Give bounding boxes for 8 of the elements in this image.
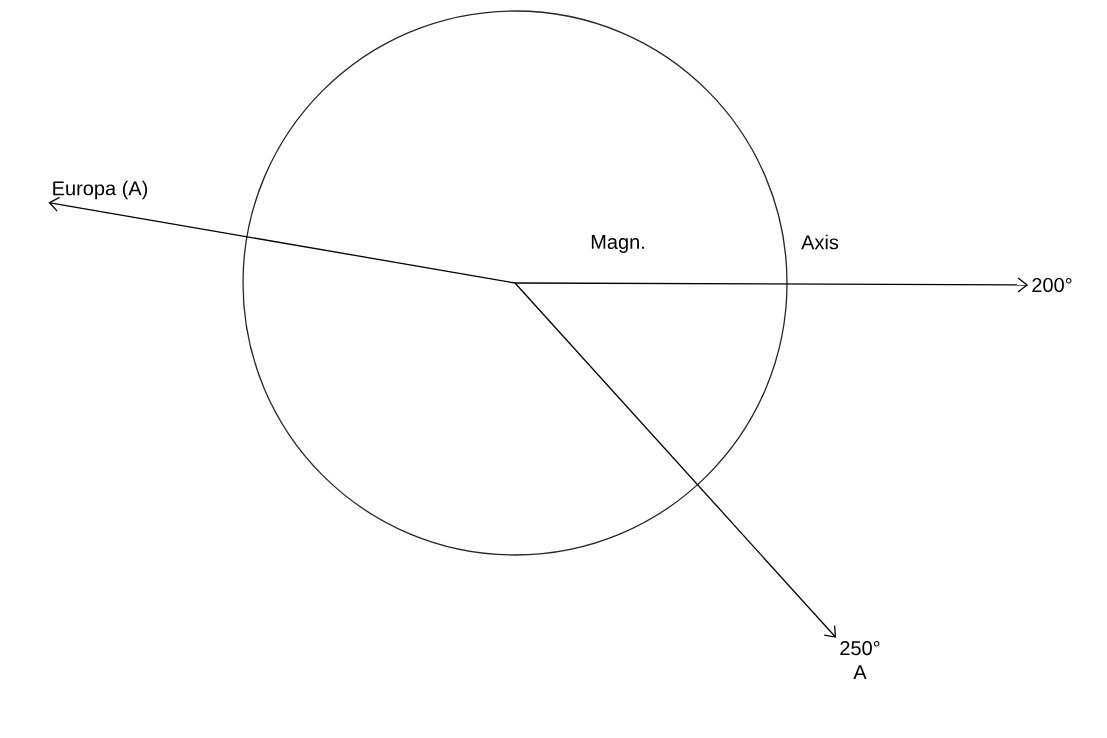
arrow bbox=[48, 196, 516, 284]
axis-label: Magn. bbox=[589, 234, 647, 254]
direction-label: 250° A bbox=[840, 641, 880, 679]
direction-label: Europa (A) bbox=[53, 180, 148, 200]
axis-label: Axis bbox=[800, 233, 840, 251]
arrow bbox=[514, 277, 1029, 293]
direction-label: 200° bbox=[1032, 277, 1072, 293]
arrow bbox=[514, 282, 837, 638]
